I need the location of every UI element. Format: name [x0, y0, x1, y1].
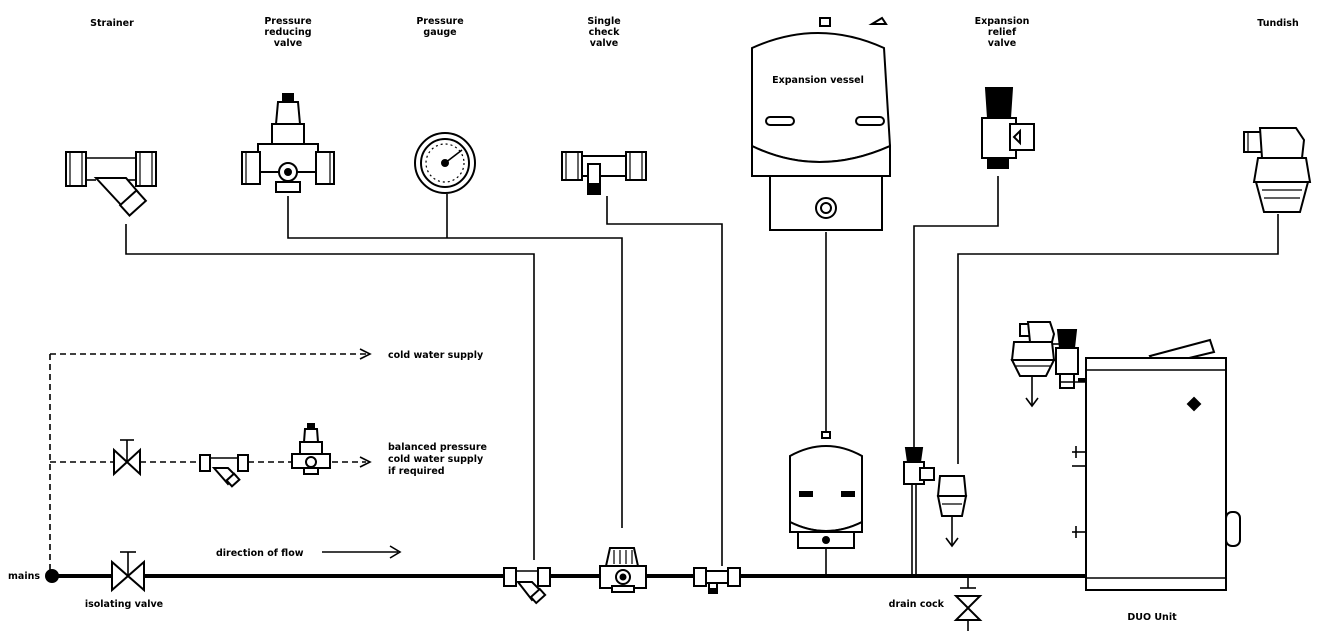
label-expansion-vessel: Expansion vessel: [772, 75, 864, 86]
drain-cock-icon: [953, 576, 983, 631]
prv-small-icon: [291, 423, 331, 475]
label-direction-of-flow: direction of flow: [216, 548, 304, 559]
label-balanced-line3: if required: [388, 466, 445, 477]
expansion-relief-valve-icon: [981, 87, 1035, 169]
inline-prv-icon: [599, 547, 647, 593]
label-strainer: Strainer: [90, 18, 134, 29]
pressure-reducing-valve-icon: [241, 93, 335, 193]
label-balanced-line2: cold water supply: [388, 454, 484, 465]
leader-lines: [125, 176, 1279, 566]
expansion-vessel-icon: Expansion vessel: [751, 16, 892, 231]
label-gauge-line2: gauge: [423, 27, 456, 38]
label-isolating-valve: isolating valve: [85, 599, 163, 610]
isolating-valve-small-icon: [113, 439, 141, 477]
label-check-line1: Single: [587, 16, 620, 27]
single-check-valve-icon: [561, 151, 647, 195]
strainer-icon: [65, 151, 157, 217]
label-mains: mains: [8, 571, 40, 582]
duo-unit-icon: [1072, 338, 1241, 591]
label-tundish: Tundish: [1257, 18, 1299, 29]
strainer-small-icon: [199, 454, 249, 488]
tundish-small-icon: [936, 475, 968, 548]
isolating-valve-icon: [111, 551, 145, 593]
expansion-vessel-small-icon: [789, 431, 863, 576]
cold-supply-branch: cold water supply: [49, 348, 484, 572]
label-prv-line2: reducing: [264, 27, 311, 38]
mains-connection-icon: [45, 569, 59, 583]
erv-small-icon: [903, 447, 935, 576]
label-gauge-line1: Pressure: [416, 16, 463, 27]
label-cold-water-supply: cold water supply: [388, 350, 484, 361]
label-duo-unit: DUO Unit: [1127, 612, 1177, 623]
tundish-icon: [1243, 127, 1312, 213]
duo-tundish-icon: [1010, 321, 1062, 408]
label-check-line3: valve: [590, 38, 619, 49]
inline-strainer-icon: [503, 567, 551, 605]
label-prv-line3: valve: [274, 38, 303, 49]
pressure-gauge-icon: [414, 132, 476, 194]
inline-check-valve-icon: [693, 567, 741, 594]
label-erv-line1: Expansion: [975, 16, 1030, 27]
label-erv-line2: relief: [988, 27, 1017, 38]
label-prv-line1: Pressure: [264, 16, 311, 27]
flow-arrow-icon: [322, 545, 402, 559]
label-drain-cock: drain cock: [889, 599, 945, 610]
label-check-line2: check: [589, 27, 620, 38]
label-balanced-line1: balanced pressure: [388, 442, 487, 453]
label-erv-line3: valve: [988, 38, 1017, 49]
balanced-supply-branch: balanced pressure cold water supply if r…: [50, 423, 487, 488]
